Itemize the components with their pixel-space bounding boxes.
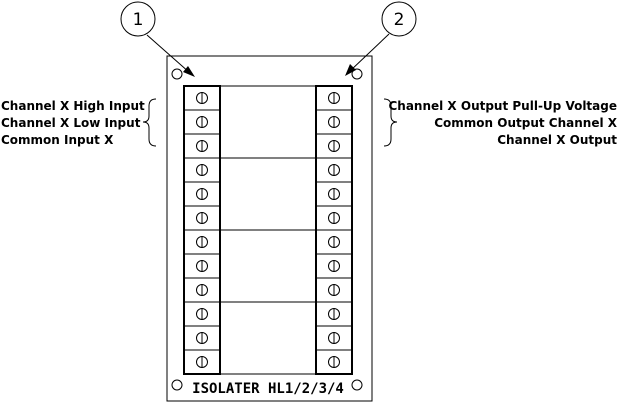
isolator-module <box>219 229 317 303</box>
screw-terminal-icon <box>196 284 208 296</box>
screw-terminal-icon <box>328 140 340 152</box>
left-label-high-input: Channel X High Input <box>1 99 145 113</box>
isolator-board <box>166 55 373 402</box>
board-title: ISOLATER HL1/2/3/4 <box>192 381 344 397</box>
mounting-hole-icon <box>351 379 363 391</box>
right-label-pullup-voltage: Channel X Output Pull-Up Voltage <box>388 99 617 113</box>
isolator-module <box>219 157 317 231</box>
callout-1-circle <box>120 1 156 37</box>
callout-1-arrowhead <box>183 66 195 77</box>
screw-terminal-icon <box>328 212 340 224</box>
callout-2-arrowhead <box>345 64 356 76</box>
callout-2: 2 <box>345 1 417 76</box>
screw-terminal-icon <box>328 260 340 272</box>
right-labels: Channel X Output Pull-Up Voltage Common … <box>383 98 617 147</box>
screw-terminal-icon <box>196 332 208 344</box>
isolator-modules <box>219 85 317 375</box>
screw-terminal-icon <box>328 284 340 296</box>
screw-terminal-icon <box>328 164 340 176</box>
callout-1-leader <box>146 34 191 74</box>
screw-terminal-icon <box>196 356 208 368</box>
screw-terminal-icon <box>196 212 208 224</box>
screw-terminal-icon <box>328 332 340 344</box>
screw-terminal-icon <box>196 260 208 272</box>
left-brace <box>142 98 157 147</box>
mounting-hole-icon <box>171 379 183 391</box>
isolator-module <box>219 85 317 159</box>
right-brace <box>383 98 398 147</box>
screw-terminal-icon <box>196 188 208 200</box>
mounting-hole-icon <box>351 68 363 80</box>
left-terminal-strip <box>183 85 221 375</box>
left-label-common-input: Common Input X <box>1 133 114 147</box>
callout-2-circle <box>381 1 417 37</box>
isolator-module <box>219 301 317 375</box>
screw-terminal-icon <box>196 164 208 176</box>
screw-terminal-icon <box>196 92 208 104</box>
screw-terminal-icon <box>328 116 340 128</box>
screw-terminal-icon <box>328 92 340 104</box>
callout-1: 1 <box>120 1 195 77</box>
right-label-common-output: Common Output Channel X <box>434 116 617 130</box>
right-label-channel-output: Channel X Output <box>497 133 617 147</box>
screw-terminal-icon <box>196 116 208 128</box>
screw-terminal-icon <box>196 236 208 248</box>
callout-1-number: 1 <box>133 10 144 30</box>
screw-terminal-icon <box>328 308 340 320</box>
mounting-hole-icon <box>171 68 183 80</box>
left-label-low-input: Channel X Low Input <box>1 116 141 130</box>
screw-terminal-icon <box>328 356 340 368</box>
screw-terminal-icon <box>196 308 208 320</box>
callout-2-number: 2 <box>394 10 405 30</box>
screw-terminal-icon <box>328 188 340 200</box>
screw-terminal-icon <box>196 140 208 152</box>
screw-terminal-icon <box>328 236 340 248</box>
callout-2-leader <box>349 33 390 72</box>
left-labels: Channel X High Input Channel X Low Input… <box>1 98 157 147</box>
right-terminal-strip <box>315 85 353 375</box>
